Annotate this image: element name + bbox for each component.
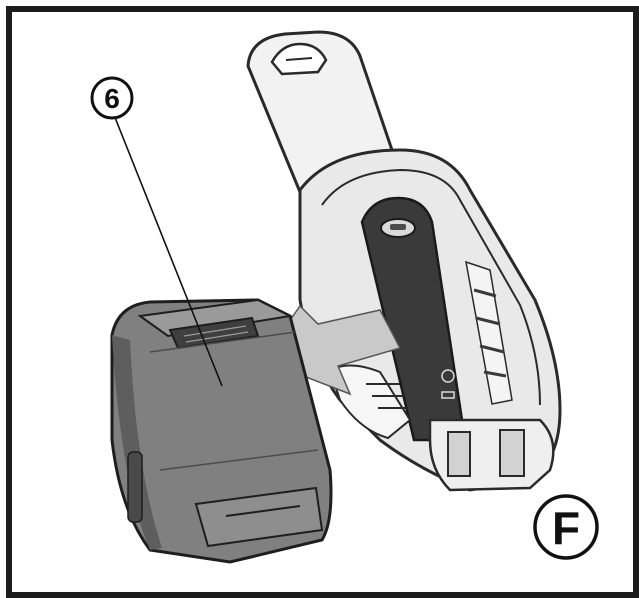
printer-device	[246, 30, 562, 492]
battery-side-grip	[127, 451, 143, 523]
battery-top-ridge	[137, 298, 294, 338]
label-plate	[465, 260, 513, 405]
panel-label-letter: F	[552, 502, 580, 554]
callout-leader-line	[111, 109, 223, 387]
battery-pack	[110, 298, 333, 564]
callout-6-number: 6	[104, 83, 120, 114]
battery-latch	[194, 486, 324, 548]
panel-label-circle	[533, 494, 599, 560]
battery-bay	[328, 364, 412, 440]
callout-6: 6	[90, 76, 223, 387]
power-icon	[441, 369, 455, 383]
callout-6-circle	[90, 76, 134, 120]
panel-label: F	[533, 494, 599, 560]
battery-indicator-icon	[441, 391, 455, 399]
belt-clip-spine	[360, 196, 464, 442]
